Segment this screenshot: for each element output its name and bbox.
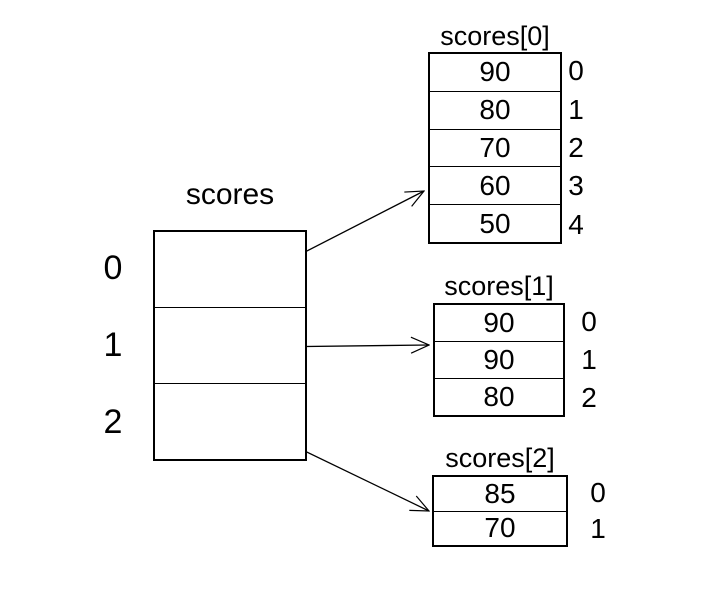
array-index: 3 — [568, 170, 584, 202]
array-cell: 70 — [434, 510, 566, 546]
pointer-array-box — [153, 230, 307, 461]
pointer-index: 2 — [103, 403, 123, 441]
scores0-title: scores[0] — [440, 21, 550, 51]
array-cell: 70 — [430, 128, 560, 167]
array-cell: 80 — [430, 90, 560, 129]
scores1-box: 90 90 80 — [433, 303, 565, 417]
array-cell: 90 — [483, 307, 515, 338]
array-index: 0 — [590, 477, 606, 508]
array-index: 1 — [590, 513, 606, 544]
array-cell: 90 — [479, 56, 511, 88]
array-cell: 50 — [430, 204, 560, 242]
scores1-indices: 0 1 2 — [575, 303, 603, 417]
pointer-cell-2 — [155, 383, 305, 459]
array-cell: 60 — [430, 166, 560, 204]
scores0-box: 90 80 70 60 50 — [428, 52, 562, 244]
array-index: 2 — [568, 132, 584, 164]
pointer-cell-1 — [155, 307, 305, 383]
array-index: 2 — [581, 382, 597, 413]
array-cell: 90 — [435, 341, 563, 378]
scores1-title: scores[1] — [444, 271, 554, 301]
array-cell: 80 — [435, 378, 563, 415]
scores0-indices: 0 1 2 3 4 — [562, 52, 590, 244]
array-index: 0 — [581, 306, 597, 337]
pointer-cell-0 — [155, 232, 305, 307]
pointer-array-title: scores — [185, 178, 275, 211]
pointer-index: 1 — [103, 326, 123, 364]
scores2-title: scores[2] — [445, 443, 555, 473]
pointer-index: 0 — [103, 249, 123, 287]
scores2-indices: 0 1 — [584, 475, 612, 547]
array-index: 4 — [568, 208, 584, 240]
array-index: 0 — [568, 55, 584, 87]
scores2-box: 85 70 — [432, 475, 568, 547]
array-index: 1 — [568, 93, 584, 125]
array-cell: 85 — [484, 477, 516, 509]
pointer-array-indices: 0 1 2 — [92, 230, 134, 461]
array-index: 1 — [581, 344, 597, 375]
